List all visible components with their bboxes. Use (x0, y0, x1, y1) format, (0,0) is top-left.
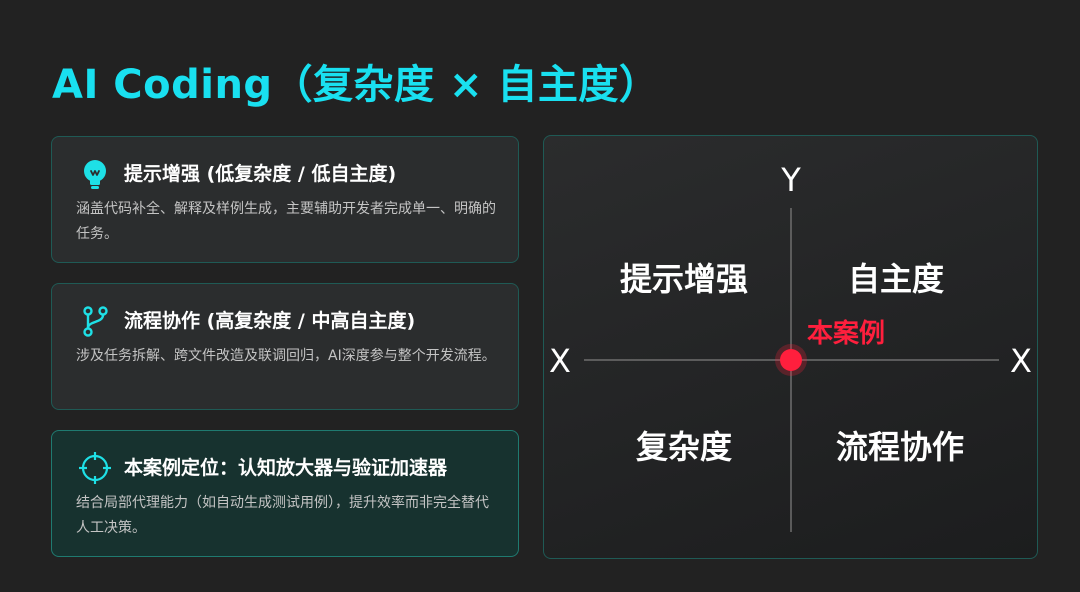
card-description: 涉及任务拆解、跨文件改造及联调回归，AI深度参与整个开发流程。 (76, 348, 496, 364)
card-heading: 本案例定位：认知放大器与验证加速器 (124, 457, 448, 479)
quadrant-top-right-label: 自主度 (848, 260, 944, 298)
quadrant-top-left-label: 提示增强 (620, 260, 748, 298)
card-heading: 流程协作 (高复杂度 / 中高自主度) (124, 310, 416, 332)
y-axis-label: Y (780, 161, 801, 199)
quadrant-panel: Y X X 提示增强 自主度 复杂度 流程协作 本案例 (543, 135, 1038, 559)
quadrant-bottom-right-label: 流程协作 (836, 428, 964, 466)
quadrant-bottom-left-label: 复杂度 (636, 428, 732, 466)
case-marker-dot (780, 349, 802, 371)
lightbulb-icon (84, 160, 106, 189)
target-icon (79, 452, 111, 484)
page-title: AI Coding（复杂度 × 自主度） (52, 62, 660, 108)
quadrant-diagram: Y X X 提示增强 自主度 复杂度 流程协作 本案例 (549, 161, 1032, 532)
card-process-collab: 流程协作 (高复杂度 / 中高自主度) 涉及任务拆解、跨文件改造及联调回归，AI… (51, 283, 519, 410)
case-marker-label: 本案例 (807, 318, 885, 349)
branch-icon (83, 306, 108, 337)
card-description: 结合局部代理能力（如自动生成测试用例），提升效率而非完全替代人工决策。 (76, 495, 489, 536)
card-description: 涵盖代码补全、解释及样例生成，主要辅助开发者完成单一、明确的任务。 (76, 201, 496, 242)
card-prompt-enhance: 提示增强 (低复杂度 / 低自主度) 涵盖代码补全、解释及样例生成，主要辅助开发… (51, 136, 519, 263)
card-case-positioning: 本案例定位：认知放大器与验证加速器 结合局部代理能力（如自动生成测试用例），提升… (51, 430, 519, 557)
x-axis-right-label: X (1010, 342, 1032, 380)
x-axis-left-label: X (549, 342, 571, 380)
card-heading: 提示增强 (低复杂度 / 低自主度) (124, 163, 397, 185)
